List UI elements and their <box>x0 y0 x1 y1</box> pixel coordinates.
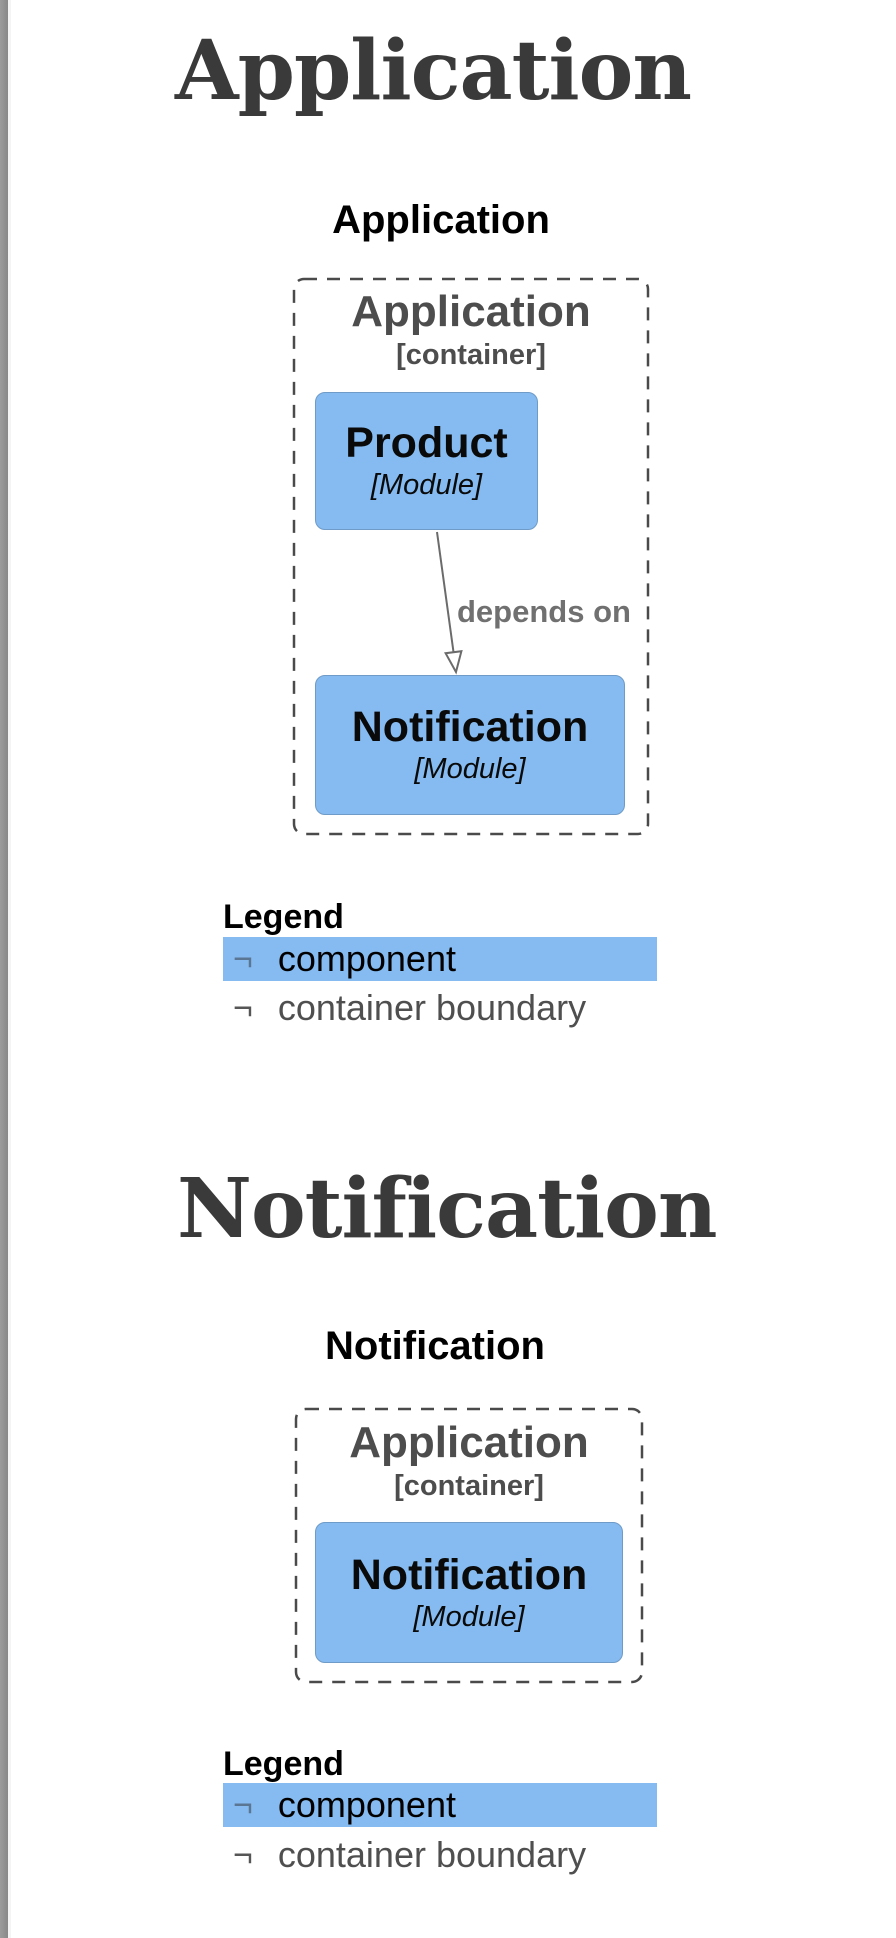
dependency-edge-label: depends on <box>457 594 631 629</box>
node-type: [Module] <box>370 469 483 501</box>
legend-item-component-1: ¬ component <box>223 937 657 981</box>
container-name: Application <box>349 1418 589 1467</box>
window-edge-highlight <box>8 0 11 1938</box>
not-sign-icon: ¬ <box>233 940 253 978</box>
node-notification-2: Notification [Module] <box>315 1522 623 1663</box>
node-product: Product [Module] <box>315 392 538 530</box>
node-type: [Module] <box>413 1600 525 1633</box>
diagram-title-2: Notification <box>325 1324 545 1368</box>
container-type: [container] <box>396 339 546 372</box>
container-name: Application <box>351 287 591 336</box>
node-name: Product <box>345 419 508 467</box>
dependency-edge-line <box>436 531 455 653</box>
node-name: Notification <box>351 703 589 751</box>
node-name: Notification <box>350 1550 588 1599</box>
not-sign-icon: ¬ <box>233 1836 253 1874</box>
legend-item-label: container boundary <box>277 987 587 1028</box>
not-sign-icon: ¬ <box>233 989 253 1027</box>
container-boundary-label-2: Application [container] <box>296 1418 642 1503</box>
legend-item-label: container boundary <box>277 1834 587 1875</box>
not-sign-icon: ¬ <box>233 1786 253 1824</box>
node-type: [Module] <box>414 753 526 785</box>
container-boundary-label-1: Application [container] <box>294 287 648 372</box>
legend-title-2: Legend <box>223 1745 344 1783</box>
section-heading-application: Application <box>175 23 692 119</box>
section-heading-notification: Notification <box>177 1161 717 1257</box>
diagram-title-1: Application <box>332 198 550 242</box>
window-edge-strip <box>0 0 8 1938</box>
container-type: [container] <box>394 1470 544 1503</box>
node-notification-1: Notification [Module] <box>315 675 625 815</box>
legend-item-component-2: ¬ component <box>223 1783 657 1827</box>
legend-item-container-boundary-1: ¬ container boundary <box>223 986 657 1030</box>
legend-item-container-boundary-2: ¬ container boundary <box>223 1833 657 1877</box>
dependency-arrowhead <box>444 650 463 675</box>
legend-item-label: component <box>277 1784 456 1825</box>
legend-title-1: Legend <box>223 898 344 936</box>
legend-item-label: component <box>277 938 456 979</box>
